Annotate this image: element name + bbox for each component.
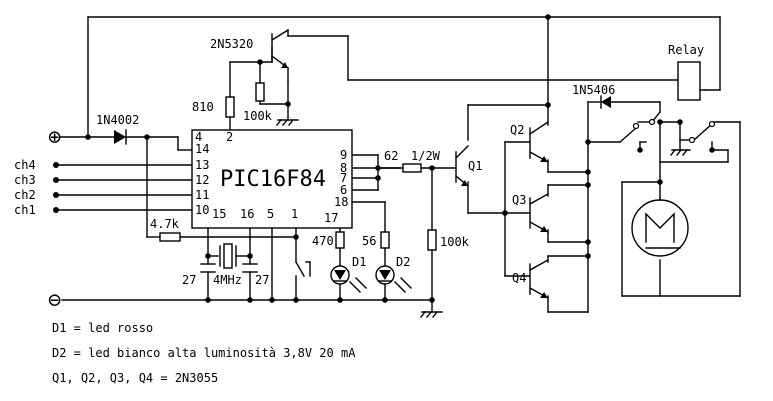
label-4-7k: 4.7k xyxy=(150,217,180,231)
plus-terminal: ⊕ xyxy=(48,125,61,150)
label-relay: Relay xyxy=(668,43,704,57)
label-d2: D2 xyxy=(396,255,410,269)
label-crystal: 4MHz xyxy=(213,273,242,287)
label-q1: Q1 xyxy=(468,159,482,173)
ground-symbol-bottom xyxy=(420,311,443,318)
transistor-2n5320 xyxy=(271,29,289,83)
label-c27-left: 27 xyxy=(182,273,196,287)
minus-terminal: ⊖ xyxy=(48,288,61,313)
label-ch1: ch1 xyxy=(14,203,36,217)
label-ch2: ch2 xyxy=(14,188,36,202)
led-d1 xyxy=(330,265,367,293)
note-d1: D1 = led rosso xyxy=(52,321,153,335)
transistor-q2 xyxy=(529,121,549,163)
pin-10: 10 xyxy=(195,203,209,217)
label-q3: Q3 xyxy=(512,193,526,207)
relay-contacts xyxy=(632,118,716,144)
pin-12: 12 xyxy=(195,173,209,187)
diode-1n4002 xyxy=(114,129,127,145)
resistor-470 xyxy=(335,231,345,249)
pin-2: 2 xyxy=(226,130,233,144)
note-d2: D2 = led bianco alta luminosità 3,8V 20 … xyxy=(52,346,356,360)
pin-16: 16 xyxy=(240,207,254,221)
pin-6: 6 xyxy=(340,183,347,197)
resistor-100k-bottom xyxy=(427,229,437,251)
pin-9: 9 xyxy=(340,148,347,162)
pin-17: 17 xyxy=(324,211,338,225)
pin-7: 7 xyxy=(340,171,347,185)
label-810: 810 xyxy=(192,100,214,114)
relay-coil xyxy=(677,61,701,101)
pic-chip-body xyxy=(191,129,353,229)
label-1n5406: 1N5406 xyxy=(572,83,615,97)
label-56: 56 xyxy=(362,234,376,248)
label-q2: Q2 xyxy=(510,123,524,137)
pin-15: 15 xyxy=(212,207,226,221)
label-c27-right: 27 xyxy=(255,273,269,287)
pin-13: 13 xyxy=(195,158,209,172)
pin-18: 18 xyxy=(334,195,348,209)
label-100k-bottom: 100k xyxy=(440,235,470,249)
motor xyxy=(631,197,689,257)
diode-1n5406 xyxy=(600,95,611,109)
label-d1: D1 xyxy=(352,255,366,269)
terminals xyxy=(53,162,59,213)
led-d2 xyxy=(375,265,412,293)
pic-chip-label: PIC16F84 xyxy=(220,167,326,192)
ground-symbol-relay xyxy=(670,139,691,156)
transistor-q1 xyxy=(455,145,469,187)
label-62-power: 1/2W xyxy=(411,149,441,163)
capacitor-27-left xyxy=(200,263,216,273)
ground-symbol-top xyxy=(276,119,299,126)
resistor-4-7k xyxy=(159,232,181,242)
junction-dots xyxy=(85,14,715,303)
label-62: 62 xyxy=(384,149,398,163)
label-q4: Q4 xyxy=(512,271,526,285)
resistor-810 xyxy=(225,96,235,118)
label-470: 470 xyxy=(312,234,334,248)
pin-4: 4 xyxy=(195,130,202,144)
label-ch4: ch4 xyxy=(14,158,36,172)
pin-11: 11 xyxy=(195,188,209,202)
label-100k-top: 100k xyxy=(243,109,273,123)
label-1n4002: 1N4002 xyxy=(96,113,139,127)
transistor-q3 xyxy=(529,193,549,233)
label-2n5320: 2N5320 xyxy=(210,37,253,51)
capacitor-27-right xyxy=(242,263,258,273)
label-ch3: ch3 xyxy=(14,173,36,187)
pin-14: 14 xyxy=(195,142,209,156)
pin-1: 1 xyxy=(291,207,298,221)
pin-5: 5 xyxy=(267,207,274,221)
resistor-62 xyxy=(402,163,422,173)
crystal-4mhz xyxy=(219,243,237,269)
reset-switch xyxy=(295,261,311,277)
resistor-100k-top xyxy=(255,82,265,102)
transistor-q4 xyxy=(529,259,549,299)
note-transistors: Q1, Q2, Q3, Q4 = 2N3055 xyxy=(52,371,218,385)
resistor-56 xyxy=(380,231,390,249)
pin-8: 8 xyxy=(340,161,347,175)
